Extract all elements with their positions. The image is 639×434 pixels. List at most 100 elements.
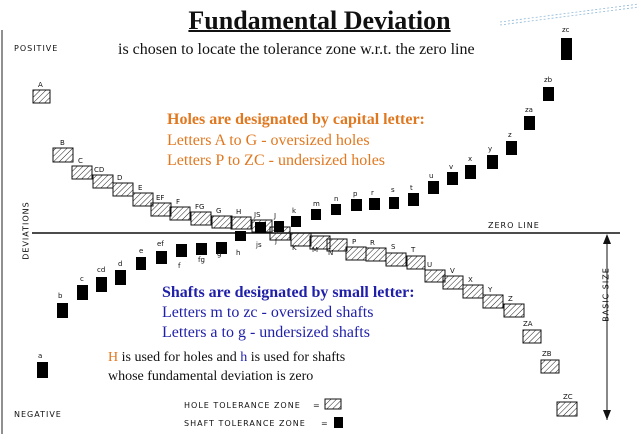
shaft-zone-zc: [561, 38, 572, 60]
hole-zone-u: [424, 269, 446, 283]
hole-zone-d: [112, 182, 134, 197]
shaft-label-a: a: [38, 352, 42, 360]
shaft-zone-x: [465, 165, 476, 179]
shaft-label-z: z: [508, 131, 512, 139]
shaft-zone-c: [77, 285, 88, 300]
shaft-zone-za: [524, 116, 535, 130]
hole-zone-zb: [540, 359, 560, 374]
hole-label-x: X: [468, 276, 473, 284]
shaft-zone-r: [369, 198, 380, 210]
decor-line: [499, 3, 639, 23]
note-mid-1: is used for holes and: [118, 350, 241, 365]
shaft-zone-n: [331, 204, 341, 215]
shaft-zone-ef: [156, 251, 167, 264]
shaft-label-t: t: [410, 184, 413, 192]
shaft-label-p: p: [353, 190, 358, 198]
shaft-label-s: s: [391, 186, 395, 194]
shaft-zone-v: [447, 172, 458, 185]
hole-zone-n: [326, 238, 348, 252]
hole-zone-zc: [556, 401, 578, 417]
shaft-zone-p: [351, 199, 362, 211]
holes-line-2: Letters P to ZC - undersized holes: [167, 152, 386, 169]
note-line-1: H is used for holes and h is used for sh…: [108, 350, 345, 366]
hole-zone-fg: [190, 211, 212, 226]
hole-zone-ef: [150, 202, 172, 217]
hole-zone-c: [71, 165, 93, 180]
shaft-zone-e: [136, 257, 146, 270]
basic-size-arrow-down: [603, 410, 611, 420]
shaft-zone-z: [506, 141, 517, 155]
negative-label: NEGATIVE: [14, 410, 62, 419]
legend-hole-label: HOLE TOLERANCE ZONE: [184, 401, 301, 410]
hole-zone-a: [32, 89, 51, 104]
shaft-label-fg: fg: [198, 256, 205, 264]
hole-zone-r: [365, 247, 387, 262]
shaft-label-r: r: [371, 189, 374, 197]
shaft-zone-a: [37, 362, 48, 378]
shaft-zone-b: [57, 303, 68, 318]
legend-hole-eq: =: [313, 401, 321, 410]
hole-label-m: M: [312, 246, 318, 254]
hole-zone-v: [442, 275, 464, 290]
shaft-label-n: n: [334, 195, 338, 203]
note-line-2: whose fundamental deviation is zero: [108, 369, 314, 384]
hole-label-zb: ZB: [542, 350, 552, 358]
shaft-zone-f: [176, 244, 187, 257]
hole-zone-h: [230, 216, 252, 230]
shaft-zone-m: [311, 209, 321, 220]
hole-label-t: T: [410, 246, 416, 254]
shaft-label-zc: zc: [562, 26, 570, 34]
shaft-zone-d: [115, 270, 126, 285]
holes-heading: Holes are designated by capital letter:: [167, 111, 425, 128]
hole-label-a: A: [38, 81, 43, 89]
hole-label-s: S: [391, 243, 396, 251]
shaft-zone-y: [487, 155, 498, 169]
shaft-zone-j: [274, 221, 284, 232]
shafts-line-1: Letters m to zc - oversized shafts: [162, 304, 374, 321]
hole-zone-za: [522, 329, 542, 344]
shaft-zone-zb: [543, 87, 554, 101]
note-H: H: [108, 350, 119, 365]
shaft-zone-js: [255, 222, 266, 233]
shaft-zone-u: [428, 181, 439, 194]
hole-zone-p: [345, 246, 367, 261]
shaft-label-js: js: [255, 241, 262, 249]
hole-label-b: B: [60, 139, 65, 147]
hole-zone-t: [406, 255, 426, 270]
hole-label-n: N: [328, 249, 333, 257]
hole-label-cd: CD: [94, 166, 104, 174]
shaft-label-e: e: [139, 247, 143, 255]
hole-zone-s: [385, 252, 407, 267]
hole-label-c: C: [78, 157, 83, 165]
hole-label-h: H: [236, 208, 241, 216]
shaft-label-zb: zb: [544, 76, 553, 84]
hole-label-r: R: [370, 239, 375, 247]
shaft-label-c: c: [80, 275, 84, 283]
shaft-label-m: m: [313, 200, 320, 208]
hole-zone-g: [211, 215, 233, 229]
shaft-zone-t: [408, 193, 419, 206]
hole-zone-b: [52, 147, 74, 163]
hole-label-f: F: [176, 198, 180, 206]
shaft-zone-h: [235, 231, 246, 241]
legend-shaft-swatch: [334, 417, 343, 428]
holes-line-1: Letters A to G - oversized holes: [167, 132, 370, 149]
shaft-label-f: f: [178, 262, 181, 270]
shaft-label-h: h: [236, 249, 240, 257]
shaft-label-k: k: [292, 207, 297, 215]
hole-zone-cd: [92, 174, 114, 189]
hole-label-ef: EF: [156, 194, 164, 202]
page-title: Fundamental Deviation: [188, 6, 451, 35]
hole-zone-x: [462, 284, 484, 299]
hole-label-e: E: [138, 184, 142, 192]
note-mid-2: is used for shafts: [247, 350, 346, 365]
shaft-label-v: v: [449, 163, 453, 171]
basic-size-label: BASIC SIZE: [601, 267, 611, 322]
shaft-zone-cd: [96, 277, 107, 292]
shaft-zone-k: [291, 216, 301, 227]
shaft-label-ef: ef: [157, 240, 164, 248]
positive-label: POSITIVE: [14, 44, 59, 53]
hole-label-za: ZA: [523, 320, 533, 328]
hole-label-v: V: [450, 267, 455, 275]
